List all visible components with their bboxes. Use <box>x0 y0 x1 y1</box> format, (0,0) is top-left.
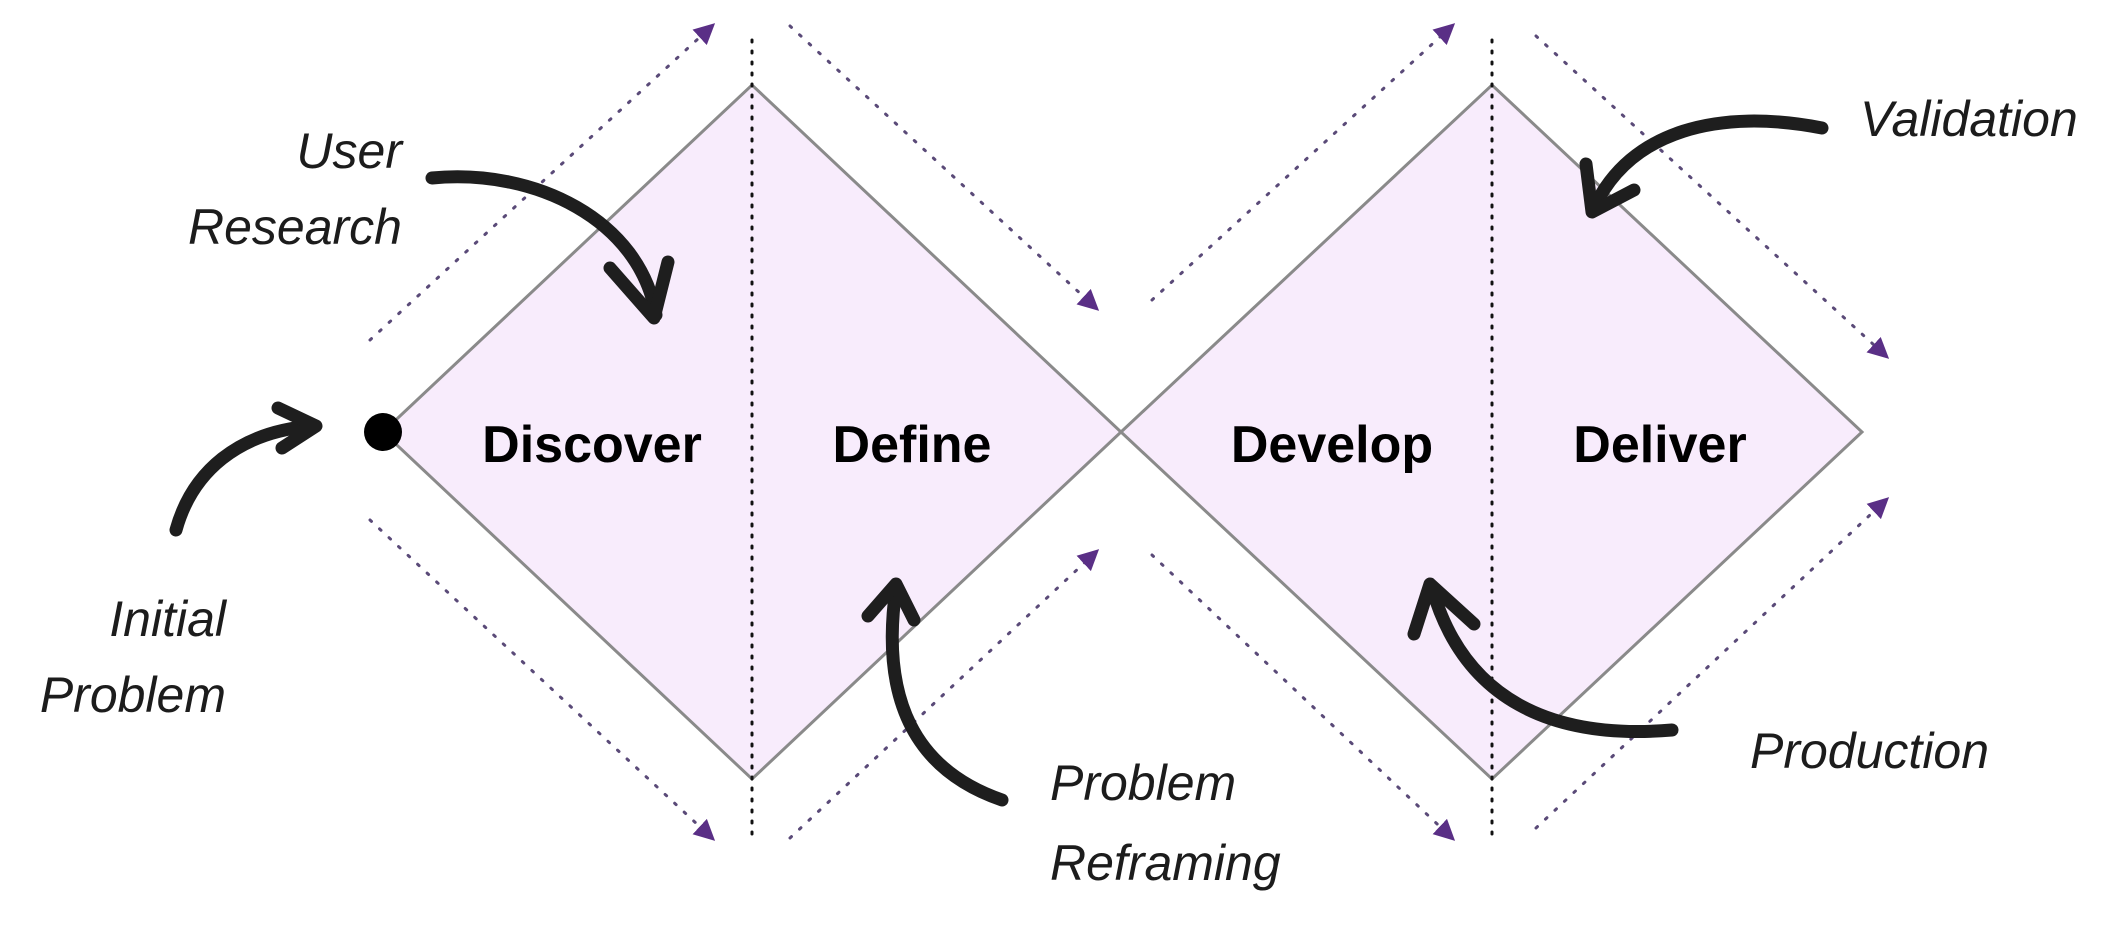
problem-reframing-arrow <box>861 577 1009 807</box>
phase-label-define: Define <box>833 416 992 474</box>
second-diamond <box>1118 82 1865 782</box>
annotation-validation: Validation <box>1860 91 2078 147</box>
annotation-initial-problem-line2: Problem <box>40 667 226 723</box>
annotation-initial-problem-line1: Initial <box>109 591 228 647</box>
guide-arrow-discover-down <box>368 518 716 841</box>
user-research-arrow <box>425 170 675 325</box>
guide-arrow-deliver-up <box>1534 497 1890 830</box>
validation-arrow <box>1579 114 1829 219</box>
annotation-problem-reframing-line1: Problem <box>1050 755 1236 811</box>
start-point-dot <box>364 413 402 451</box>
phase-label-deliver: Deliver <box>1573 416 1746 474</box>
phase-label-develop: Develop <box>1231 416 1433 474</box>
guide-arrow-develop-up <box>1150 23 1456 302</box>
annotation-production: Production <box>1750 723 1989 779</box>
initial-problem-arrow <box>169 401 323 537</box>
guide-arrow-define-down <box>788 24 1100 311</box>
phase-label-discover: Discover <box>482 416 702 474</box>
production-arrow <box>1407 577 1679 738</box>
annotation-user-research-line2: Research <box>188 199 402 255</box>
guide-arrow-discover-up <box>368 23 716 342</box>
guide-arrow-deliver-down <box>1534 34 1890 359</box>
guide-arrow-define-up <box>788 549 1100 840</box>
annotation-user-research-line1: User <box>296 123 404 179</box>
annotation-problem-reframing-line2: Reframing <box>1050 835 1281 891</box>
